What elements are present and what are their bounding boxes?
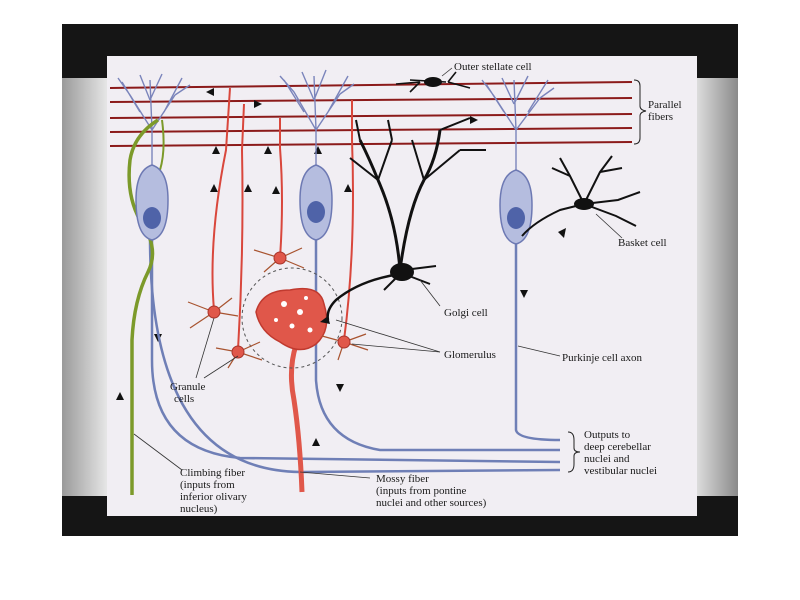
- label-outputs-4: vestibular nuclei: [584, 465, 657, 477]
- basket-cell-processes: [521, 155, 641, 237]
- outputs-bracket: [567, 431, 581, 473]
- label-climbing-fiber-3: inferior olivary: [180, 491, 247, 503]
- granule-cell: [337, 335, 351, 349]
- granule-cell: [273, 251, 287, 265]
- label-granule-cells-1: Granule: [170, 381, 206, 393]
- parallel-fibers: [109, 81, 633, 147]
- granule-axon: [343, 100, 354, 341]
- granule-axon: [237, 103, 245, 351]
- label-outputs-3: nuclei and: [584, 453, 630, 465]
- golgi-cell-processes: [326, 117, 486, 321]
- parallel-fiber: [109, 141, 633, 147]
- label-glomerulus: Glomerulus: [444, 349, 496, 361]
- granule-cell: [207, 305, 221, 319]
- golgi-terminal: [320, 316, 330, 324]
- granule-axon: [279, 118, 283, 259]
- purkinje-axon: [148, 237, 561, 474]
- purkinje-axon: [314, 236, 560, 452]
- climbing-fiber-branch: [159, 119, 165, 171]
- label-mossy-fiber-1: Mossy fiber: [376, 473, 429, 485]
- granule-cell: [231, 345, 245, 359]
- golgi-cell-body: [390, 263, 414, 281]
- label-parallel-fibers-2: fibers: [648, 111, 673, 123]
- granule-axon: [211, 87, 231, 311]
- diagram-page: [107, 56, 697, 516]
- parallel-fiber: [109, 97, 633, 103]
- parallel-bracket: [633, 79, 647, 145]
- granule-axons: [211, 87, 354, 351]
- label-purkinje-axon: Purkinje cell axon: [562, 352, 643, 364]
- purkinje-axon: [514, 240, 561, 442]
- parallel-fiber: [109, 81, 633, 89]
- label-outputs-1: Outputs to: [584, 429, 631, 441]
- left-edge: [62, 78, 107, 496]
- mossy-rosette: [255, 287, 328, 351]
- right-edge: [697, 78, 738, 496]
- label-climbing-fiber-4: nucleus): [180, 503, 218, 515]
- purkinje-axons: [148, 236, 561, 474]
- rosette-vesicles: [274, 296, 313, 333]
- glomerulus-outline: [241, 267, 343, 369]
- leader-lines: [133, 67, 623, 479]
- label-outer-stellate: Outer stellate cell: [454, 61, 532, 73]
- label-granule-cells-2: cells: [174, 393, 194, 405]
- label-basket-cell: Basket cell: [618, 237, 667, 249]
- label-mossy-fiber-2: (inputs from pontine: [376, 485, 467, 497]
- label-parallel-fibers-1: Parallel: [648, 99, 682, 111]
- parallel-fiber: [109, 113, 633, 119]
- parallel-fiber: [109, 127, 633, 133]
- purkinje-axon: [150, 238, 561, 464]
- mossy-fiber: [288, 344, 305, 493]
- basket-cell-body: [574, 198, 594, 210]
- label-golgi-cell: Golgi cell: [444, 307, 488, 319]
- granule-dendrites: [187, 247, 369, 369]
- labels: Outer stellate cell Parallel fibers Bask…: [170, 61, 682, 515]
- label-climbing-fiber-2: (inputs from: [180, 479, 235, 491]
- granule-cell-bodies: [207, 251, 351, 359]
- purkinje-dendrites: [117, 69, 555, 175]
- label-outputs-2: deep cerebellar: [584, 441, 651, 453]
- label-mossy-fiber-3: nuclei and other sources): [376, 497, 487, 509]
- outer-stellate-body: [424, 77, 442, 87]
- basket-arrow: [558, 228, 566, 238]
- label-climbing-fiber-1: Climbing fiber: [180, 467, 245, 479]
- purkinje-nuclei: [143, 201, 525, 229]
